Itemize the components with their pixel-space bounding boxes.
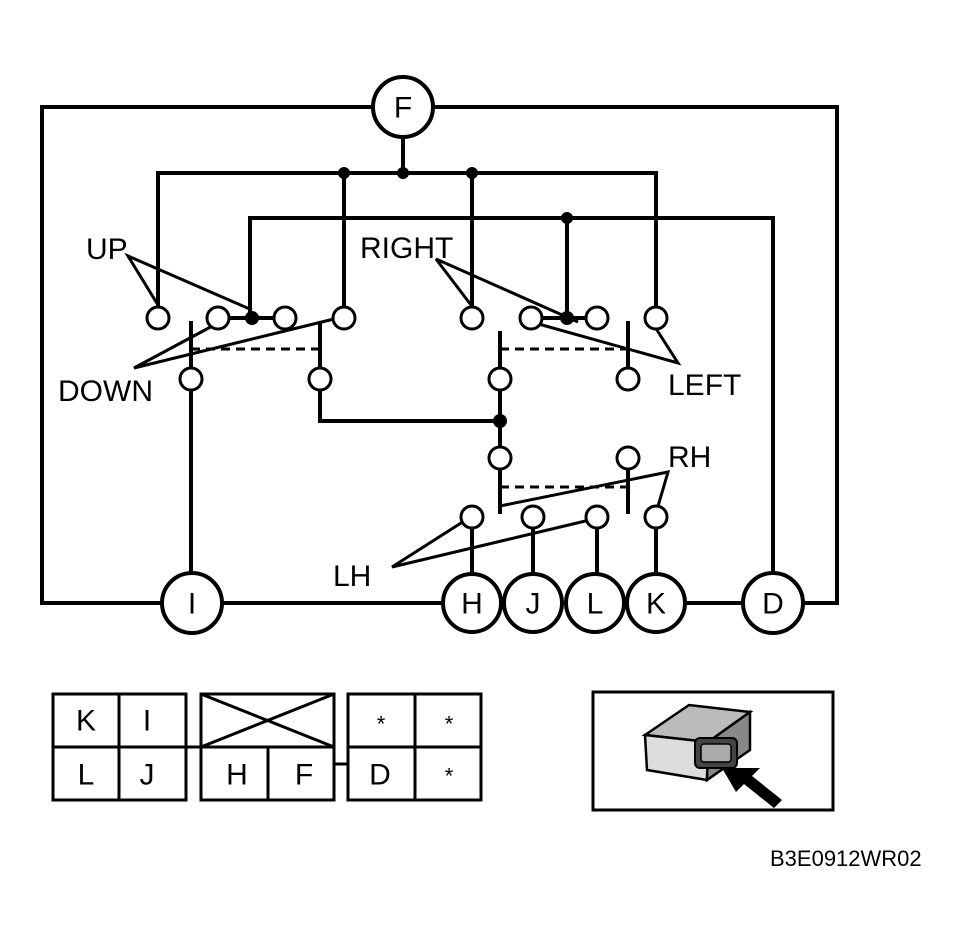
cell-h: H [226, 759, 248, 792]
pin-i-label: I [188, 588, 196, 621]
cell-d: D [369, 759, 391, 792]
pin-j-label: J [526, 588, 541, 621]
cell-f: F [295, 759, 313, 792]
cell-star-2: * [445, 712, 454, 737]
cell-l: L [78, 759, 95, 792]
label-lh: LH [333, 560, 371, 593]
pin-k-label: K [646, 588, 666, 621]
pin-f-circle [371, 75, 435, 139]
connector-icon [641, 703, 754, 783]
label-right: RIGHT [360, 232, 453, 265]
pin-d-label: D [762, 588, 784, 621]
pin-i-circle [160, 571, 224, 635]
arrow-icon [722, 768, 782, 808]
switch-links [191, 347, 628, 489]
pin-f-label: F [394, 92, 412, 125]
label-leaders [124, 252, 682, 569]
cell-j: J [140, 759, 155, 792]
cell-star-1: * [377, 712, 386, 737]
pin-l-label: L [587, 588, 604, 621]
pin-j-circle [502, 572, 564, 634]
pin-h-label: H [461, 588, 483, 621]
outer-wires [40, 105, 839, 605]
pin-k-circle [625, 572, 687, 634]
label-rh: RH [668, 441, 711, 474]
connector-face: K I L J H F * * D * [51, 692, 483, 802]
cell-i: I [143, 705, 151, 738]
label-down: DOWN [58, 375, 153, 408]
connector-pins: F I H J L K D [160, 75, 805, 635]
cell-star-3: * [445, 764, 454, 789]
pin-h-circle [441, 572, 503, 634]
figure-code: B3E0912WR02 [770, 846, 922, 871]
connector-illustration [591, 690, 835, 812]
label-up: UP [86, 233, 128, 266]
cell-k: K [76, 705, 96, 738]
junction-dots [245, 167, 574, 428]
label-left: LEFT [668, 369, 741, 402]
pin-l-circle [564, 572, 626, 634]
direction-labels: UP DOWN RIGHT LEFT RH LH [58, 232, 741, 593]
pin-d-circle [741, 571, 805, 635]
switch-terminals [145, 305, 669, 530]
